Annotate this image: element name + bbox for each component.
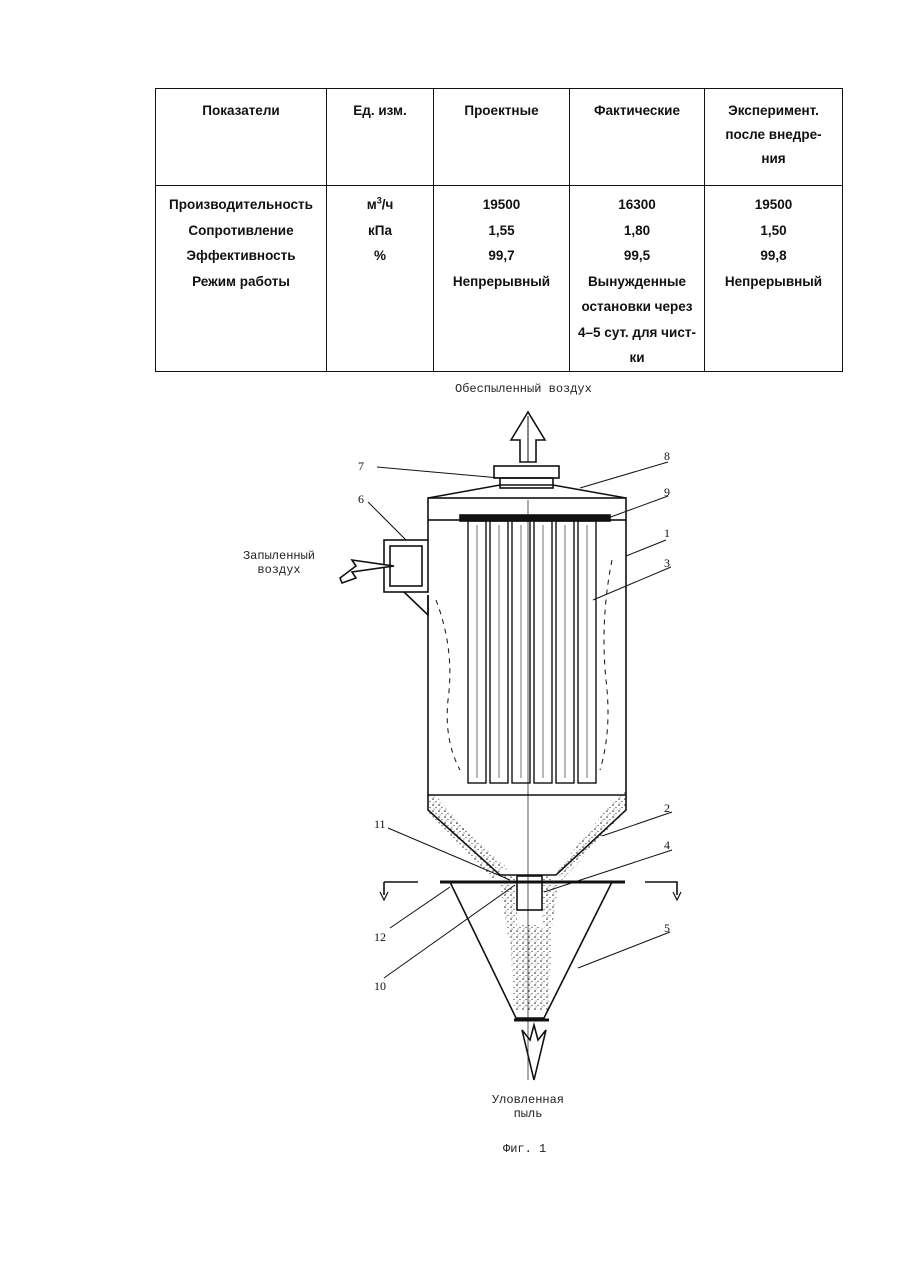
dust-deposit-left xyxy=(428,790,500,880)
callout-8: 8 xyxy=(664,449,670,463)
callout-12: 12 xyxy=(374,930,386,944)
dust-falling xyxy=(510,925,552,1010)
tube-sheet xyxy=(460,515,610,521)
airflow-lines xyxy=(436,560,612,770)
section-mark-left xyxy=(384,882,418,895)
roof xyxy=(428,485,626,498)
dust-outlet-arrow xyxy=(522,1025,546,1080)
callout-7: 7 xyxy=(358,459,364,473)
filter-bags xyxy=(468,521,596,783)
inlet-arrow xyxy=(340,560,394,583)
callout-10: 10 xyxy=(374,979,386,993)
callout-11: 11 xyxy=(374,817,386,831)
callout-3: 3 xyxy=(664,556,670,570)
outlet-pipe xyxy=(494,466,559,478)
callout-4: 4 xyxy=(664,838,670,852)
callout-6: 6 xyxy=(358,492,364,506)
section-mark-right xyxy=(645,882,677,895)
dust-deposit-right xyxy=(556,790,626,880)
dust-valve-left xyxy=(500,875,517,935)
dust-valve-right xyxy=(542,875,558,935)
callout-2: 2 xyxy=(664,801,670,815)
callout-1: 1 xyxy=(664,526,670,540)
outlet-arrow xyxy=(511,412,545,462)
callout-5: 5 xyxy=(664,921,670,935)
callout-9: 9 xyxy=(664,485,670,499)
outlet-neck xyxy=(500,478,553,488)
inlet-box xyxy=(384,540,428,615)
